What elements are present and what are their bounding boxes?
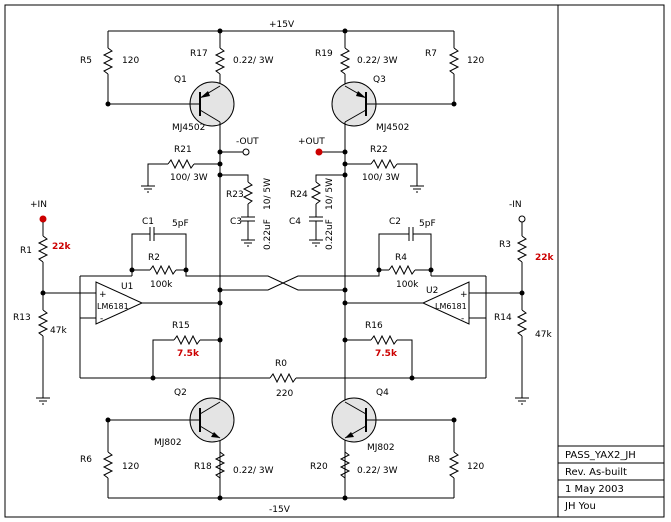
Q2-part: MJ802	[154, 438, 182, 448]
R15-value: 7.5k	[177, 349, 200, 359]
R13-value: 47k	[50, 326, 67, 336]
C1-value: 5pF	[172, 219, 189, 229]
R16-ref: R16	[365, 321, 383, 331]
R13-ref: R13	[13, 313, 31, 323]
R23-value: 10/ 5W	[263, 178, 273, 210]
R22-value: 100/ 3W	[362, 173, 400, 183]
R6-ref: R6	[80, 455, 92, 465]
R7-value: 120	[467, 56, 484, 66]
Q4-ref: Q4	[376, 388, 389, 398]
Q3-part: MJ4502	[376, 123, 409, 133]
C3-value: 0.22uF	[263, 219, 273, 250]
R18-ref: R18	[194, 462, 212, 472]
R7-ref: R7	[425, 49, 437, 59]
Q2-transistor: Q2 MJ802	[108, 388, 235, 448]
title-author: JH You	[564, 501, 596, 512]
Q2-ref: Q2	[174, 388, 187, 398]
title-date: 1 May 2003	[565, 484, 624, 495]
R0-ref: R0	[275, 359, 287, 369]
C1-ref: C1	[142, 217, 154, 227]
R15-ref: R15	[172, 321, 190, 331]
R24-value: 10/ 5W	[325, 178, 335, 210]
R2-value: 100k	[150, 280, 173, 290]
in-pos-label: +IN	[30, 200, 47, 210]
R6-value: 120	[122, 462, 139, 472]
R2-ref: R2	[148, 253, 160, 263]
U1-opamp: + - U1 LM6181	[95, 281, 144, 325]
R4-ref: R4	[395, 253, 407, 263]
U2-plus-sign: +	[460, 290, 468, 300]
C2-value: 5pF	[419, 219, 436, 229]
U1-part: LM6181	[97, 302, 129, 311]
R21-value: 100/ 3W	[170, 173, 208, 183]
R19-ref: R19	[315, 49, 333, 59]
C4-value: 0.22uF	[325, 219, 335, 250]
out-pos-label: +OUT	[298, 137, 325, 147]
U2-ref: U2	[426, 286, 438, 296]
output-pos: +OUT	[298, 137, 348, 156]
R1-ref: R1	[20, 246, 32, 256]
U1-ref: U1	[121, 282, 133, 292]
Q4-part: MJ802	[367, 443, 395, 453]
R4-value: 100k	[396, 280, 419, 290]
R24-ref: R24	[290, 190, 308, 200]
R20-value: 0.22/ 3W	[357, 466, 398, 476]
Q3-transistor: Q3 MJ4502	[331, 75, 454, 133]
U2-opamp: + - U2 LM6181	[421, 281, 470, 325]
C2-ref: C2	[389, 217, 401, 227]
Q3-ref: Q3	[373, 75, 386, 85]
R21-ref: R21	[174, 145, 192, 155]
R14-value: 47k	[535, 330, 552, 340]
out-neg-label: -OUT	[236, 137, 259, 147]
R20-ref: R20	[310, 462, 328, 472]
Q1-ref: Q1	[174, 75, 187, 85]
R8-value: 120	[467, 462, 484, 472]
rail-pos-label: +15V	[269, 20, 295, 30]
title-name: PASS_YAX2_JH	[565, 450, 636, 461]
R5-value: 120	[122, 56, 139, 66]
U2-minus-sign: -	[461, 314, 464, 324]
Q4-transistor: Q4 MJ802	[331, 388, 454, 453]
R22-ref: R22	[370, 145, 388, 155]
R8-ref: R8	[428, 455, 440, 465]
input-neg: -IN	[509, 200, 526, 223]
title-revision: Rev. As-built	[565, 467, 627, 478]
rail-neg-label: -15V	[269, 505, 291, 515]
sheet-border	[4, 4, 665, 518]
R18-value: 0.22/ 3W	[233, 466, 274, 476]
R17-ref: R17	[190, 49, 208, 59]
Q1-transistor: Q1 MJ4502	[108, 75, 235, 133]
R16-value: 7.5k	[375, 349, 398, 359]
input-pos: +IN	[30, 200, 47, 223]
R19-value: 0.22/ 3W	[357, 56, 398, 66]
R23-ref: R23	[226, 190, 244, 200]
R1-value: 22k	[52, 242, 72, 252]
C4-ref: C4	[289, 217, 301, 227]
R3-value: 22k	[535, 253, 555, 263]
R14-ref: R14	[494, 313, 512, 323]
U1-minus-sign: -	[100, 314, 103, 324]
U2-part: LM6181	[435, 302, 467, 311]
output-neg: -OUT	[217, 137, 259, 156]
R5-ref: R5	[80, 56, 92, 66]
R17-value: 0.22/ 3W	[233, 56, 274, 66]
R3-ref: R3	[499, 240, 511, 250]
R0-value: 220	[276, 389, 293, 399]
in-neg-label: -IN	[509, 200, 522, 210]
title-block: PASS_YAX2_JH Rev. As-built 1 May 2003 JH…	[558, 445, 664, 512]
U1-plus-sign: +	[99, 290, 107, 300]
Q1-part: MJ4502	[172, 123, 205, 133]
C3-ref: C3	[230, 217, 242, 227]
